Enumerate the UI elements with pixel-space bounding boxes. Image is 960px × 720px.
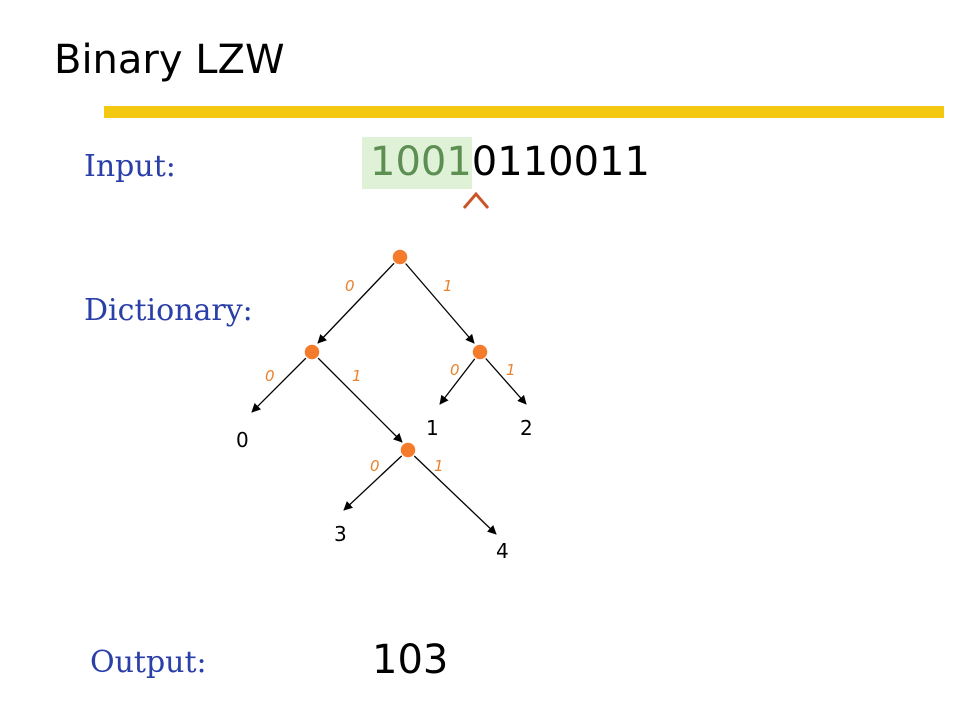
edge-n0-1 — [311, 351, 403, 443]
caret-icon — [462, 191, 490, 209]
input-bitstring: 10010110011 — [362, 137, 650, 189]
input-label: Input: — [84, 149, 176, 184]
tree-node-0 — [303, 343, 321, 361]
edge-label: 1 — [443, 277, 453, 295]
dictionary-code: 4 — [496, 539, 509, 563]
edge-n01-1 — [407, 449, 497, 535]
tree-node-1 — [471, 343, 489, 361]
edge-n0-0 — [251, 351, 313, 413]
dictionary-code: 1 — [426, 416, 439, 440]
edge-label: 0 — [370, 457, 380, 475]
edge-label: 1 — [434, 457, 444, 475]
dictionary-code: 0 — [236, 428, 249, 452]
edge-label: 0 — [450, 361, 460, 379]
output-label: Output: — [90, 645, 207, 680]
edge-label: 1 — [352, 367, 362, 385]
edge-label: 1 — [506, 361, 516, 379]
output-value: 103 — [372, 637, 449, 683]
dictionary-label: Dictionary: — [84, 293, 253, 328]
tree-node-root — [391, 248, 409, 266]
slide-title: Binary LZW — [54, 37, 285, 83]
dictionary-code: 3 — [334, 522, 347, 546]
edge-label: 0 — [345, 277, 355, 295]
tree-node-01 — [399, 441, 417, 459]
edge-n01-0 — [343, 449, 409, 511]
input-remaining-bits: 0110011 — [471, 139, 650, 185]
edge-root-0 — [317, 256, 401, 344]
dictionary-code: 2 — [520, 416, 533, 440]
edge-root-1 — [399, 256, 475, 344]
edge-n1-0 — [439, 351, 481, 405]
title-underline-bar — [104, 106, 944, 118]
edge-n1-1 — [479, 351, 527, 405]
edge-label: 0 — [265, 367, 275, 385]
input-processed-bits: 1001 — [362, 137, 472, 189]
